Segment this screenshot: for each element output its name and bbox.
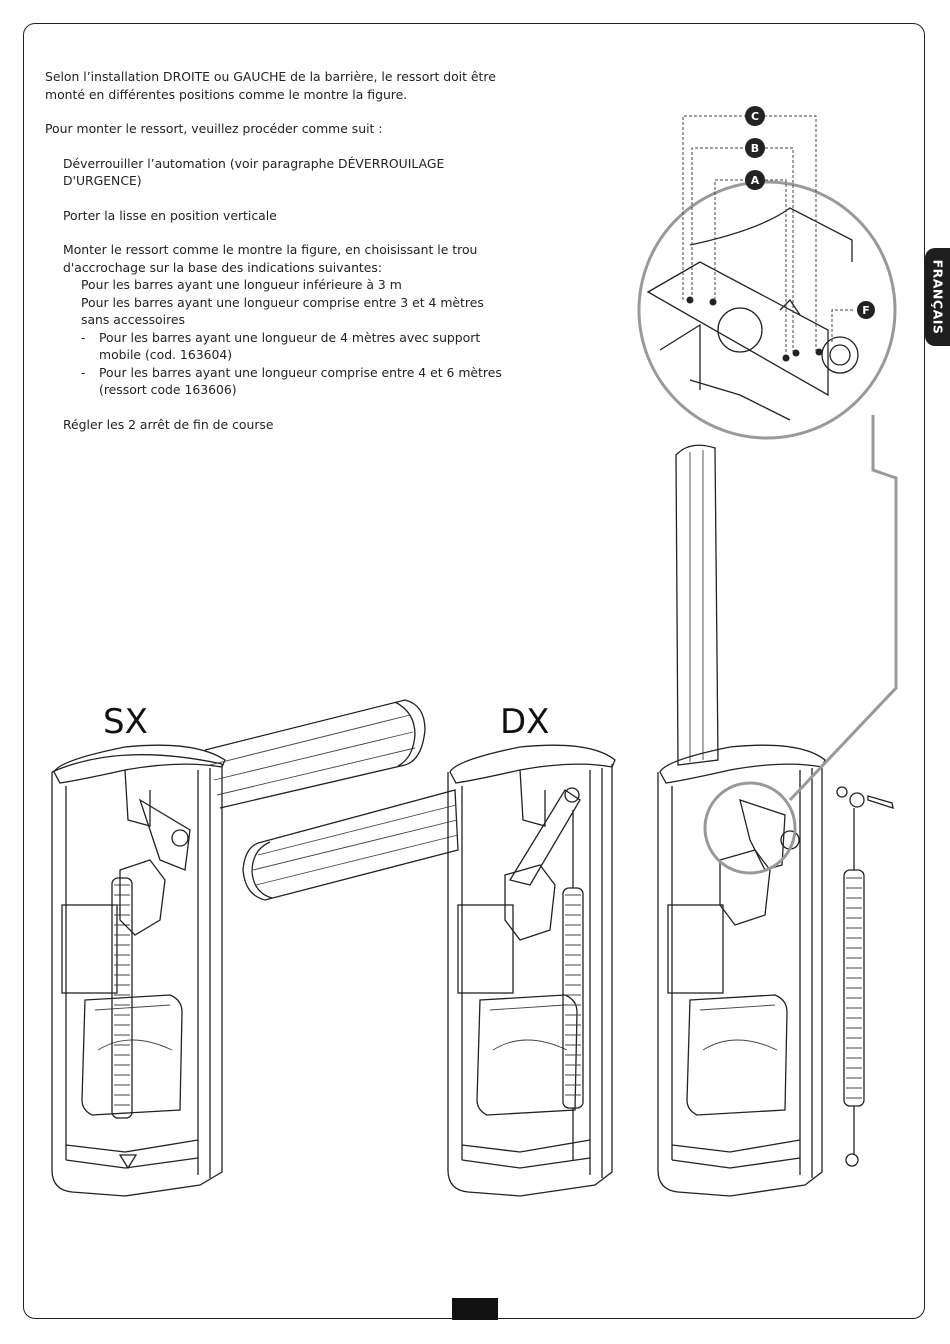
spring-loose xyxy=(836,786,894,1167)
language-tab: FRANÇAIS xyxy=(925,248,950,346)
barrier-dx xyxy=(447,744,616,1197)
step-adjust-stops: Régler les 2 arrêt de fin de course xyxy=(63,416,274,432)
badge-a: A xyxy=(745,170,765,190)
step-unlock: Déverrouiller l’automation (voir paragra… xyxy=(63,155,445,189)
badge-f: F xyxy=(857,301,875,319)
svg-text:C: C xyxy=(751,110,759,123)
procedure-intro: Pour monter le ressort, veuillez procéde… xyxy=(45,121,383,136)
page-number-block xyxy=(452,1298,498,1320)
label-dx: DX xyxy=(500,702,550,742)
intro-paragraph: Selon l’installation DROITE ou GAUCHE de… xyxy=(45,69,496,102)
svg-text:B: B xyxy=(751,142,759,155)
zoom-detail xyxy=(637,180,897,440)
sub-item-3-to-4m: Pour les barres ayant une longueur compr… xyxy=(81,294,484,328)
boom-sx xyxy=(204,699,426,809)
badge-b: B xyxy=(745,138,765,158)
barrier-vertical xyxy=(657,444,826,1197)
boom-dx xyxy=(242,789,459,901)
step-vertical: Porter la lisse en position verticale xyxy=(63,207,277,223)
label-sx: SX xyxy=(103,702,148,742)
step-mount-spring: Monter le ressort comme le montre la fig… xyxy=(63,242,478,275)
svg-text:A: A xyxy=(751,174,760,187)
sub-item-under-3m: Pour les barres ayant une longueur infér… xyxy=(81,277,402,292)
sub-item-4m-support: -Pour les barres ayant une longueur de 4… xyxy=(81,329,481,363)
barrier-sx xyxy=(51,744,226,1197)
badge-c: C xyxy=(745,106,765,126)
svg-text:F: F xyxy=(862,304,870,317)
instructions: Selon l’installation DROITE ou GAUCHE de… xyxy=(45,68,515,433)
callout-line xyxy=(788,415,898,802)
sub-item-4-to-6m: -Pour les barres ayant une longueur comp… xyxy=(81,364,502,398)
